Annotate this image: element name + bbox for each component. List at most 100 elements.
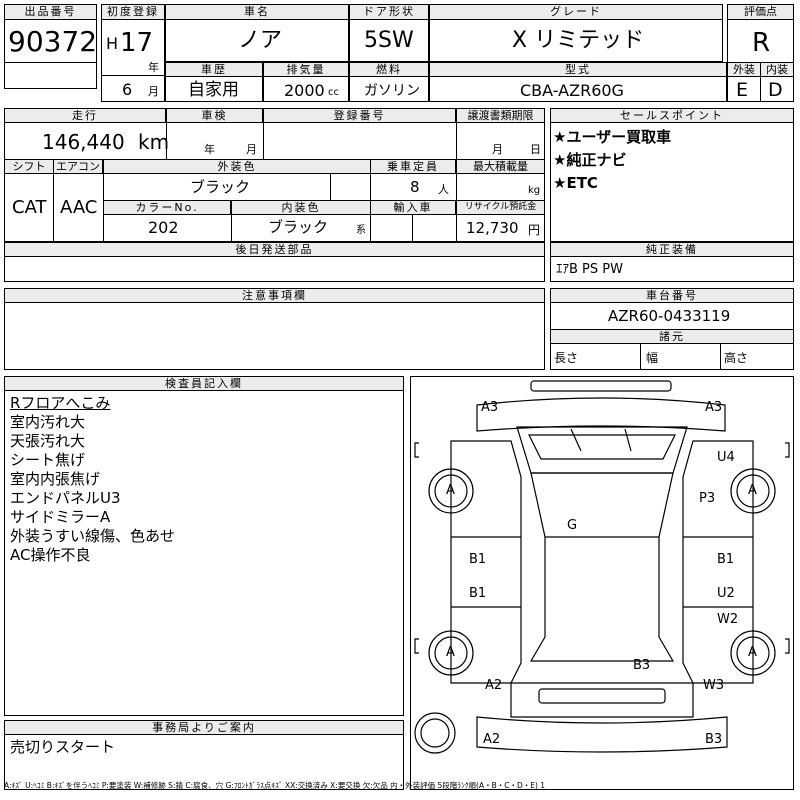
inspector-line-7: サイドミラーA	[10, 508, 111, 526]
reg-label: 初度登録	[101, 4, 165, 20]
mileage: 146,440	[42, 130, 125, 154]
interior-color: ブラック	[268, 218, 329, 236]
inspection-year-unit: 年	[204, 143, 215, 156]
reg-era: H	[106, 34, 119, 53]
int-label: 内装	[760, 62, 794, 77]
chassis-number: AZR60-0433119	[608, 307, 731, 325]
legend: A:ｷｽﾞ U:ﾍｺﾐ B:ｷｽﾞを伴うﾍｺﾐ P:要塗装 W:補修跡 S:錆 …	[4, 781, 546, 790]
int-score: D	[768, 79, 783, 101]
inspection-month-unit: 月	[246, 143, 257, 156]
history-label: 車歴	[165, 62, 263, 77]
genuine-value: ｴｱB PS PW	[556, 262, 623, 277]
chassis-label: 車台番号	[550, 288, 794, 303]
grade-label: グレード	[429, 4, 723, 20]
ac-label: エアコン	[53, 159, 103, 174]
transfer-month-unit: 月	[492, 143, 503, 156]
car-name: ノア	[238, 28, 283, 53]
car-diagram: A3 A3 U4 A A P3 G B1 B1 B1 U2 W2 A A B3 …	[410, 376, 794, 790]
dmg-right-door-2: U2	[717, 586, 735, 601]
capacity: 8	[410, 178, 420, 196]
inspector-line-5: 室内内張焦げ	[10, 470, 101, 488]
door-label: ドア形状	[349, 4, 429, 20]
inspector-label: 検査員記入欄	[4, 376, 404, 391]
later-parts-label: 後日発送部品	[4, 242, 545, 257]
displacement: 2000	[284, 81, 325, 100]
office-label: 事務局よりご案内	[4, 720, 404, 735]
color-no: 202	[148, 218, 179, 237]
notes-label: 注意事項欄	[4, 288, 545, 303]
reg-month: 6	[122, 80, 133, 99]
dmg-right-rear-wheel: A	[748, 645, 757, 660]
dmg-rear-right: B3	[705, 732, 723, 747]
load-unit: kg	[528, 185, 541, 196]
dmg-rear-left: A2	[483, 732, 501, 747]
genuine-label: 純正装備	[550, 242, 794, 257]
dmg-right-front-door: P3	[699, 491, 716, 506]
dmg-left-front-wheel: A	[446, 483, 455, 498]
fuel: ガソリン	[364, 83, 420, 99]
inspector-line-9: AC操作不良	[10, 546, 91, 564]
dmg-right-door-3: W2	[717, 612, 739, 627]
sales-point-1: ★ユーザー買取車	[553, 128, 672, 146]
reg-month-unit: 月	[148, 85, 159, 98]
office-value: 売切りスタート	[10, 738, 116, 756]
dmg-right-front-wheel: A	[748, 483, 757, 498]
score-label: 評価点	[727, 4, 794, 20]
door-type: 5SW	[364, 28, 414, 53]
grade: X リミテッド	[512, 28, 645, 53]
dmg-right-fender: U4	[717, 450, 735, 465]
car-name-label: 車名	[165, 4, 349, 20]
history: 自家用	[188, 80, 239, 100]
inspector-line-4: シート焦げ	[10, 451, 86, 469]
dims-height: 高さ	[724, 351, 749, 365]
ext-score: E	[736, 79, 749, 101]
lot-no-label: 出品番号	[4, 4, 97, 20]
dims-length: 長さ	[554, 351, 579, 365]
inspection-label: 車検	[166, 108, 263, 123]
color-label: 外装色	[103, 159, 371, 174]
recycle-unit: 円	[528, 223, 541, 237]
dmg-roof: G	[567, 518, 578, 533]
mileage-unit: km	[138, 130, 170, 154]
interior-suffix: 系	[356, 225, 366, 236]
recycle-label: リサイクル預託金	[456, 200, 545, 215]
displacement-label: 排気量	[263, 62, 349, 77]
import-label: 輸入車	[370, 200, 456, 215]
interior-label: 内装色	[231, 200, 371, 215]
fuel-label: 燃料	[349, 62, 429, 77]
ac: AAC	[60, 197, 98, 218]
capacity-unit: 人	[438, 183, 449, 196]
sales-points-label: セールスポイント	[550, 108, 794, 123]
sales-point-2: ★純正ナビ	[553, 151, 627, 169]
dmg-left-front-door: B1	[469, 552, 487, 567]
car-diagram-drawing	[414, 380, 790, 754]
score: R	[752, 28, 771, 58]
color: ブラック	[190, 178, 251, 196]
dmg-right-door-1: B1	[717, 552, 735, 567]
mileage-label: 走行	[4, 108, 166, 123]
load-label: 最大積載量	[456, 159, 545, 174]
lot-no: 90372	[8, 25, 98, 58]
dmg-rear-hatch: B3	[633, 658, 651, 673]
plate-label: 登録番号	[263, 108, 456, 123]
transfer-day-unit: 日	[530, 143, 541, 156]
inspector-line-2: 室内汚れ大	[10, 413, 86, 431]
shift: CAT	[12, 197, 47, 218]
reg-year-unit: 年	[148, 61, 159, 74]
dmg-front-right: A3	[705, 400, 723, 415]
inspector-line-6: エンドパネルU3	[10, 489, 121, 507]
ext-label: 外装	[727, 62, 761, 77]
model: CBA-AZR60G	[520, 81, 624, 100]
color-no-label: カラーNo.	[103, 200, 231, 215]
dmg-left-rear-door: B1	[469, 586, 487, 601]
sales-point-3: ★ETC	[553, 174, 598, 192]
dmg-left-rear-wheel: A	[446, 645, 455, 660]
dmg-front-left: A3	[481, 400, 499, 415]
reg-year: 17	[120, 28, 154, 58]
dims-label: 諸元	[550, 329, 794, 344]
dims-width: 幅	[646, 351, 659, 365]
dmg-left-quarter: A2	[485, 678, 503, 693]
inspector-line-1: Rフロアへこみ	[10, 394, 111, 412]
transfer-label: 譲渡書類期限	[456, 108, 545, 123]
displacement-unit: cc	[328, 87, 339, 98]
